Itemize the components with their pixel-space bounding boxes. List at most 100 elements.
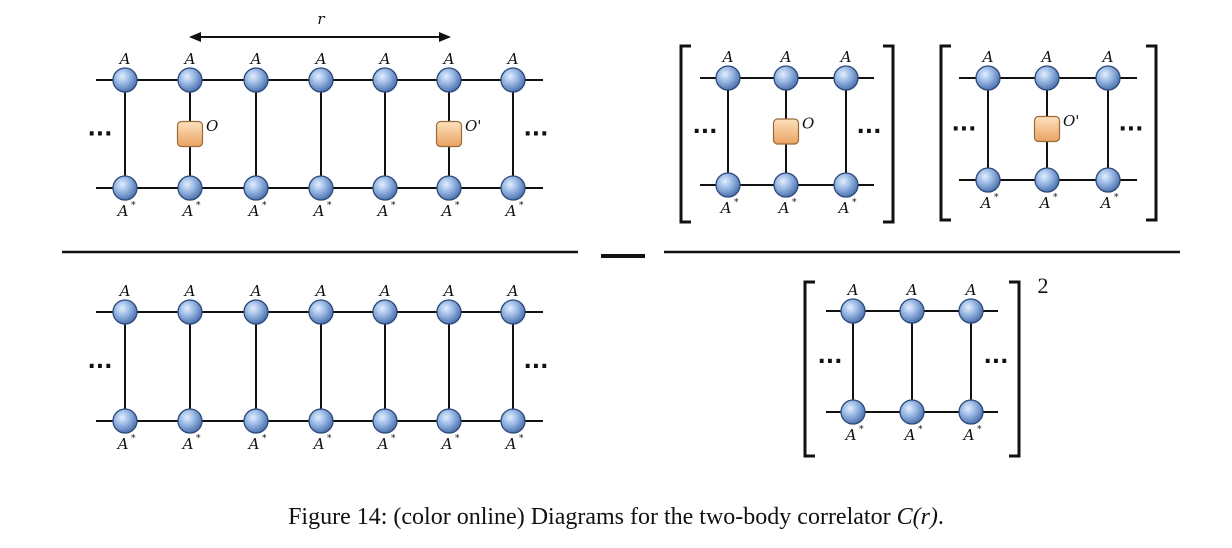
ket-tensor-node xyxy=(112,67,138,93)
conjugate-mark: * xyxy=(262,434,267,444)
operator-label: O' xyxy=(465,117,481,135)
operator-label: O' xyxy=(1063,112,1079,130)
ellipsis-left: ··· xyxy=(951,117,976,142)
bra-tensor-node xyxy=(500,408,526,434)
bra-tensor-node xyxy=(899,399,925,425)
caption-text: Figure 14: (color online) Diagrams for t… xyxy=(288,504,891,530)
ket-tensor-node xyxy=(975,65,1001,91)
left-bracket xyxy=(939,44,951,222)
conjugate-mark: * xyxy=(455,201,460,211)
ket-tensor-node xyxy=(899,298,925,324)
ket-tensor-label: A xyxy=(249,50,262,68)
bra-tensor-label: A xyxy=(1099,194,1112,212)
ket-tensor-node xyxy=(1095,65,1121,91)
ket-tensor-label: A xyxy=(839,48,852,66)
ket-tensor-label: A xyxy=(964,281,977,299)
bra-tensor-node xyxy=(975,167,1001,193)
right-bracket xyxy=(1009,280,1021,458)
bra-tensor-label: A xyxy=(247,435,260,453)
conjugate-mark: * xyxy=(1053,193,1058,203)
operator-label: O xyxy=(206,117,218,135)
ket-tensor-label: A xyxy=(506,50,519,68)
distance-label: r xyxy=(317,10,325,28)
operator-box xyxy=(435,120,463,148)
bra-tensor-node xyxy=(958,399,984,425)
bra-tensor-node xyxy=(372,175,398,201)
ket-tensor-node xyxy=(308,299,334,325)
left-bracket xyxy=(803,280,815,458)
bra-tensor-node xyxy=(715,172,741,198)
conjugate-mark: * xyxy=(196,201,201,211)
bra-tensor-label: A xyxy=(903,426,916,444)
bra-tensor-node xyxy=(840,399,866,425)
ellipsis-left: ··· xyxy=(817,350,842,375)
bra-tensor-node xyxy=(308,175,334,201)
ket-tensor-label: A xyxy=(442,50,455,68)
conjugate-mark: * xyxy=(918,425,923,435)
bra-tensor-node xyxy=(177,408,203,434)
left-bracket xyxy=(679,44,691,224)
conjugate-mark: * xyxy=(994,193,999,203)
ellipsis-left: ··· xyxy=(692,120,717,145)
bra-tensor-node xyxy=(112,408,138,434)
ket-tensor-node xyxy=(500,67,526,93)
bra-tensor-label: A xyxy=(979,194,992,212)
bra-tensor-label: A xyxy=(312,435,325,453)
conjugate-mark: * xyxy=(391,201,396,211)
conjugate-mark: * xyxy=(262,201,267,211)
bra-tensor-node xyxy=(243,175,269,201)
ket-tensor-label: A xyxy=(249,282,262,300)
bra-tensor-label: A xyxy=(440,202,453,220)
bra-tensor-node xyxy=(372,408,398,434)
ket-tensor-label: A xyxy=(183,282,196,300)
ket-tensor-label: A xyxy=(506,282,519,300)
bra-tensor-node xyxy=(500,175,526,201)
bra-tensor-node xyxy=(308,408,334,434)
ket-tensor-node xyxy=(308,67,334,93)
ket-tensor-node xyxy=(112,299,138,325)
ket-tensor-label: A xyxy=(314,50,327,68)
bra-tensor-node xyxy=(1095,167,1121,193)
ket-tensor-node xyxy=(243,299,269,325)
conjugate-mark: * xyxy=(734,198,739,208)
ellipsis-right: ··· xyxy=(983,350,1008,375)
squared-norm-chain: AA*AA*AA*······ xyxy=(803,280,1021,458)
ket-tensor-node xyxy=(243,67,269,93)
ket-tensor-node xyxy=(177,299,203,325)
bra-tensor-label: A xyxy=(777,199,790,217)
single-site-expectation-O-prime: O'AA*AA*AA*······ xyxy=(939,44,1158,222)
ellipsis-left: ··· xyxy=(87,122,112,147)
ket-tensor-node xyxy=(773,65,799,91)
conjugate-mark: * xyxy=(977,425,982,435)
conjugate-mark: * xyxy=(859,425,864,435)
denominator-norm-chain: AA*AA*AA*AA*AA*AA*AA*······ xyxy=(87,282,548,453)
bra-tensor-node xyxy=(436,175,462,201)
ket-tensor-node xyxy=(372,299,398,325)
bra-tensor-label: A xyxy=(247,202,260,220)
ellipsis-right: ··· xyxy=(856,120,881,145)
ket-tensor-label: A xyxy=(118,50,131,68)
ket-tensor-node xyxy=(1034,65,1060,91)
ellipsis-right: ··· xyxy=(523,122,548,147)
bra-tensor-node xyxy=(773,172,799,198)
conjugate-mark: * xyxy=(327,201,332,211)
conjugate-mark: * xyxy=(327,434,332,444)
bra-tensor-node xyxy=(112,175,138,201)
ket-tensor-node xyxy=(436,67,462,93)
ket-tensor-label: A xyxy=(378,282,391,300)
bra-tensor-label: A xyxy=(312,202,325,220)
figure-caption: Figure 14: (color online) Diagrams for t… xyxy=(0,504,1232,531)
caption-period: . xyxy=(937,504,944,530)
caption-formula: C(r) xyxy=(896,504,938,530)
ket-tensor-label: A xyxy=(442,282,455,300)
bra-tensor-label: A xyxy=(376,202,389,220)
conjugate-mark: * xyxy=(391,434,396,444)
ellipsis-right: ··· xyxy=(1118,117,1143,142)
bra-tensor-node xyxy=(243,408,269,434)
ket-tensor-node xyxy=(436,299,462,325)
operator-box xyxy=(772,118,800,145)
bra-tensor-label: A xyxy=(504,435,517,453)
bra-tensor-label: A xyxy=(116,202,129,220)
